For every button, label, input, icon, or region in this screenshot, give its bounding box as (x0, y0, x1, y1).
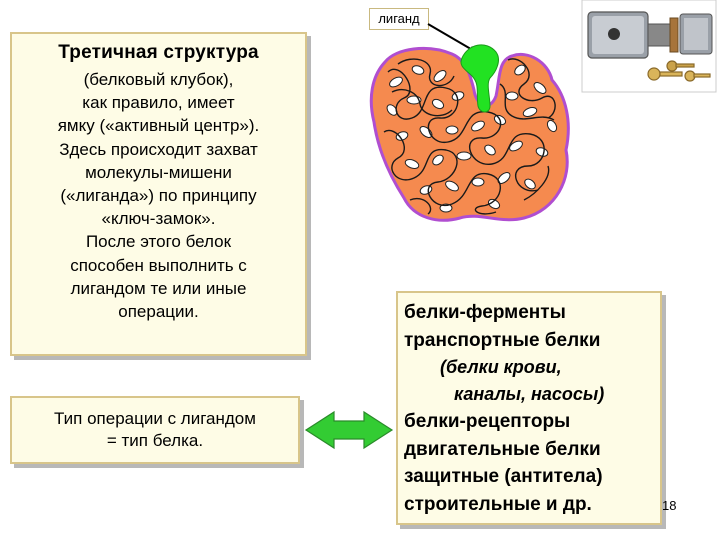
keys-icon (647, 60, 711, 82)
protein-type-item: защитные (антитела) (404, 466, 603, 487)
protein-type-item: белки-рецепторы (404, 411, 571, 432)
protein-type-note: (белки крови, (440, 357, 562, 377)
description-line: ямку («активный центр»). (57, 116, 260, 136)
operation-line: Тип операции с лигандом (54, 409, 256, 428)
description-line: способен выполнить с (70, 255, 247, 275)
ligand-pointer-line (427, 23, 477, 53)
tertiary-structure-box: Третичная структура (белковый клубок), к… (10, 32, 307, 356)
description-line: («лиганда») по принципу (60, 186, 257, 206)
description-line: молекулы-мишени (85, 162, 232, 182)
description-line: «ключ-замок». (101, 209, 216, 229)
operation-text: Тип операции с лигандом = тип белка. (54, 408, 256, 452)
description-line: Здесь происходит захват (59, 139, 258, 159)
description-text: (белковый клубок), как правило, имеет ям… (12, 68, 305, 323)
lock-icon (587, 11, 713, 59)
description-line: После этого белок (85, 232, 232, 252)
protein-type-item: транспортные белки (404, 329, 601, 351)
slide-title: Третичная структура (58, 42, 259, 63)
page-number: 18 (662, 498, 677, 513)
operation-line: = тип белка. (106, 431, 204, 450)
protein-type-item: двигательные белки (404, 438, 601, 460)
protein-types-box: белки-ферменты транспортные белки (белки… (396, 291, 662, 525)
description-line: лигандом те или иные (70, 278, 247, 298)
ligand-label: лиганд (369, 8, 429, 30)
description-line: (белковый клубок), (83, 70, 234, 89)
operation-type-box: Тип операции с лигандом = тип белка. (10, 396, 300, 464)
protein-type-item: строительные и др. (404, 493, 592, 515)
description-line: операции. (118, 302, 199, 322)
protein-type-item: белки-ферменты (404, 302, 566, 323)
ligand-shape (460, 44, 499, 113)
protein-type-note: каналы, насосы) (454, 384, 605, 404)
description-line: как правило, имеет (82, 93, 235, 113)
